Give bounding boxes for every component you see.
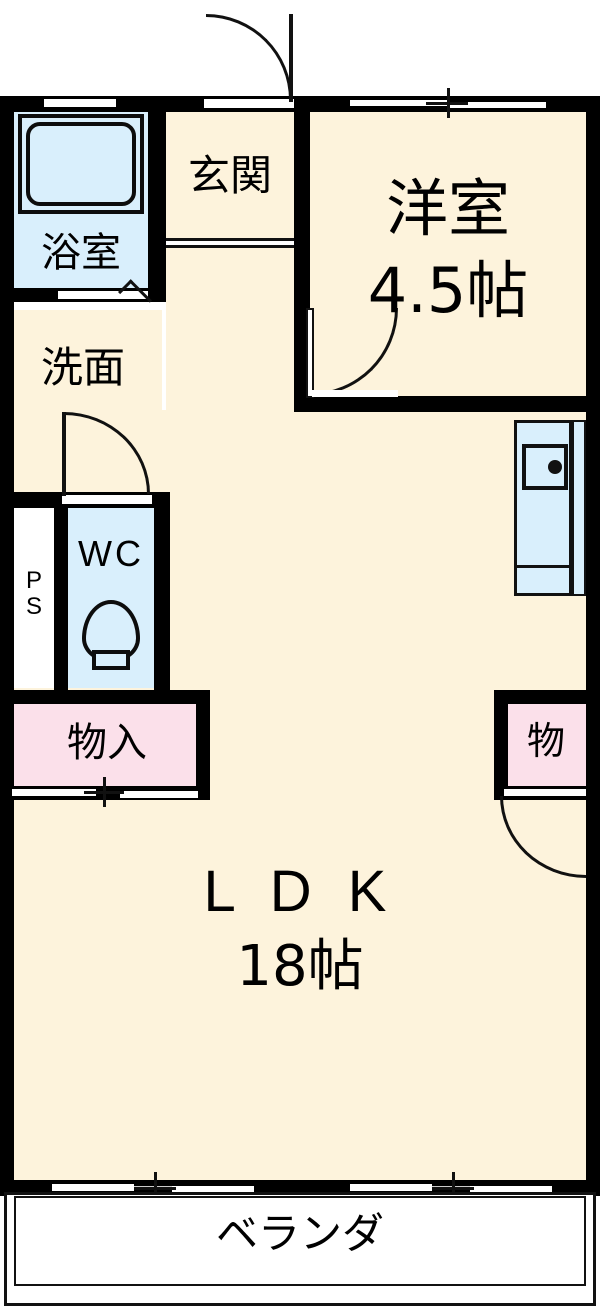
wall-bedroom-bottom (294, 396, 600, 412)
wall-closet-small-top (494, 690, 600, 704)
bedroom-door-leaf (306, 308, 314, 398)
veranda-inner-frame (14, 1196, 586, 1286)
closet-large-door-leaf-right (120, 791, 198, 798)
bathroom-door-opening (58, 291, 148, 299)
wall-bathroom-right (148, 96, 166, 296)
kitchen-counter-divider (514, 565, 572, 568)
room-pipe-space (14, 506, 54, 688)
room-entrance (166, 110, 294, 240)
closet-large-cross-horizontal (84, 791, 124, 794)
closet-large-door-leaf-left (12, 789, 96, 796)
wall-closet-large-top (0, 690, 210, 704)
entrance-step-line-2 (166, 245, 294, 248)
bedroom-door-threshold (312, 390, 398, 397)
veranda-cross-2-horizontal (432, 1187, 474, 1190)
wall-toilet-right (154, 492, 170, 704)
veranda-cross-1-horizontal (134, 1187, 176, 1190)
entrance-hall-step (166, 248, 294, 410)
veranda-door-leaf-2 (172, 1186, 254, 1193)
bathtub-basin (26, 122, 136, 206)
washroom-door-leaf (62, 412, 66, 496)
veranda-door-leaf-4 (470, 1186, 552, 1193)
entrance-door-threshold (204, 99, 294, 108)
kitchen-unit-side-panel (572, 420, 586, 596)
entrance-door-leaf (289, 14, 293, 102)
toilet-door-opening (62, 495, 152, 504)
toilet-base (92, 650, 130, 670)
wall-closet-large-right (196, 690, 210, 800)
wall-closet-small-left (494, 690, 508, 800)
entrance-door-swing-arc (206, 14, 292, 100)
room-closet-small (506, 702, 586, 788)
veranda-door-leaf-1 (52, 1184, 134, 1191)
bedroom-window-leaf-right (448, 102, 546, 108)
wall-exterior-left (0, 96, 14, 1184)
bedroom-window-leaf-left (350, 100, 448, 106)
bedroom-window-cross-horizontal (426, 102, 468, 105)
bathroom-window (44, 99, 116, 107)
entrance-step-line (166, 238, 294, 241)
wall-ps-toilet-divider (54, 492, 68, 704)
wall-exterior-right (586, 96, 600, 1184)
closet-small-door-opening (504, 789, 586, 796)
room-closet-large (14, 702, 200, 788)
veranda-door-leaf-3 (350, 1184, 432, 1191)
kitchen-faucet-knob (548, 460, 562, 474)
